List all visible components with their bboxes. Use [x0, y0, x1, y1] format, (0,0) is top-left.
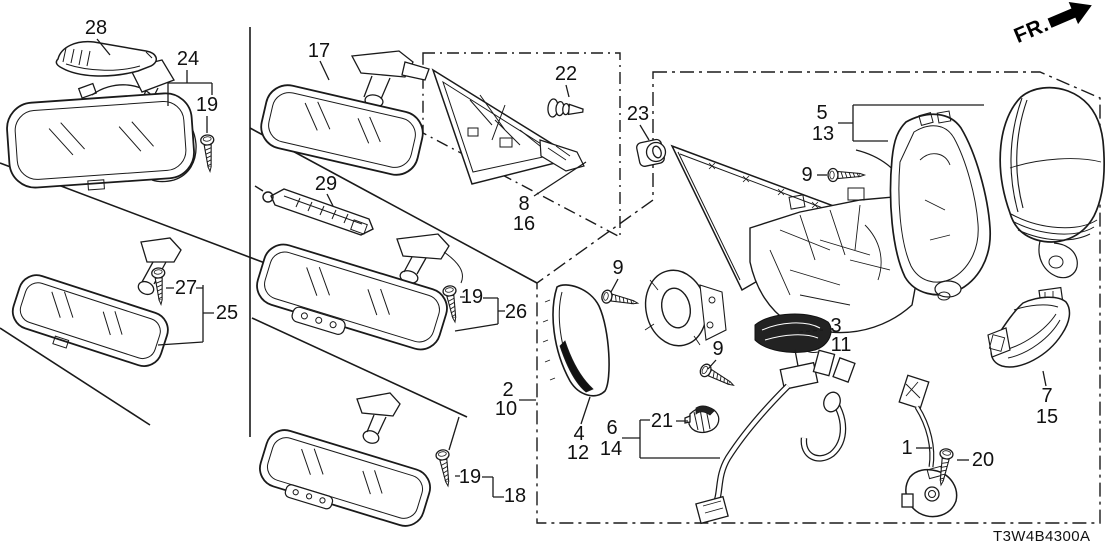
part-callout-28[interactable]: 28 — [84, 17, 108, 39]
part-callout-9-c[interactable]: 9 — [712, 338, 724, 360]
part-callout-9-a[interactable]: 9 — [801, 164, 813, 186]
part-mirror-26-body — [256, 243, 448, 351]
part-garnish-8-16 — [431, 68, 585, 185]
part-callout-14[interactable]: 14 — [599, 438, 623, 460]
part-callout-15[interactable]: 15 — [1035, 406, 1059, 428]
part-callout-27[interactable]: 27 — [174, 277, 198, 299]
part-mirror-18-body — [259, 429, 431, 527]
part-mirror-18 — [356, 392, 401, 444]
part-callout-4[interactable]: 4 — [573, 423, 585, 445]
part-callout-19-b[interactable]: 19 — [460, 286, 484, 308]
part-callout-20[interactable]: 20 — [971, 449, 995, 471]
part-mirror-17-body — [260, 84, 424, 176]
part-callout-2[interactable]: 2 — [502, 379, 514, 401]
part-callout-16[interactable]: 16 — [512, 213, 536, 235]
part-mirror-26 — [396, 233, 463, 284]
part-callout-18[interactable]: 18 — [503, 485, 527, 507]
part-callout-12[interactable]: 12 — [566, 442, 590, 464]
dashed-box-mirror-assembly — [536, 71, 1101, 524]
part-callout-17[interactable]: 17 — [307, 40, 331, 62]
part-grommet-23 — [636, 138, 667, 167]
part-harness-6-14 — [695, 349, 856, 525]
part-mirror-cap-13 — [999, 86, 1105, 279]
part-actuator-motor — [644, 269, 727, 347]
part-callout-10[interactable]: 10 — [494, 398, 518, 420]
part-callout-11[interactable]: 11 — [830, 334, 852, 356]
direction-arrow-icon — [1047, 1, 1093, 28]
part-base-cover-3-11 — [754, 313, 832, 353]
part-callout-22[interactable]: 22 — [554, 63, 578, 85]
dashed-box-garnish — [422, 52, 621, 239]
part-callout-19-a[interactable]: 19 — [195, 94, 219, 116]
part-callout-19-c[interactable]: 19 — [458, 466, 482, 488]
part-callout-29[interactable]: 29 — [314, 173, 338, 195]
part-callout-6[interactable]: 6 — [606, 417, 618, 439]
part-callout-5[interactable]: 5 — [816, 102, 828, 124]
diagram-code: T3W4B4300A — [993, 528, 1091, 545]
part-screw-9-c — [697, 361, 738, 392]
part-callout-7[interactable]: 7 — [1041, 385, 1053, 407]
part-cover-28 — [55, 40, 158, 77]
part-screw-27 — [150, 266, 169, 306]
part-bracket-29 — [254, 185, 374, 236]
part-mirror-auto-dimming-24 — [6, 92, 195, 191]
callout-leader-lines — [96, 38, 1047, 498]
part-mirror-base-bracket — [749, 149, 922, 354]
part-mirror-housing-5 — [889, 110, 991, 301]
part-callout-13[interactable]: 13 — [811, 123, 835, 145]
part-camera-1 — [898, 374, 958, 518]
part-screw-19-c — [434, 448, 456, 488]
part-callout-24[interactable]: 24 — [176, 48, 200, 70]
part-callout-21[interactable]: 21 — [650, 410, 674, 432]
part-screw-19-a — [199, 133, 218, 173]
part-turn-lamp-7-15 — [987, 286, 1071, 368]
direction-indicator: FR. — [1010, 0, 1099, 50]
part-mirror-25-body — [11, 274, 169, 367]
part-callout-1[interactable]: 1 — [901, 437, 913, 459]
part-callout-3[interactable]: 3 — [830, 315, 842, 337]
part-screw-9-a — [827, 167, 866, 183]
part-callout-9-b[interactable]: 9 — [612, 257, 624, 279]
part-callout-25[interactable]: 25 — [215, 302, 239, 324]
part-mirror-17 — [350, 50, 430, 108]
part-mirror-glass-4-12 — [542, 284, 610, 397]
part-screw-9-b — [600, 288, 640, 311]
part-callout-23[interactable]: 23 — [626, 103, 650, 125]
part-clip-22 — [547, 98, 584, 118]
part-clip-21 — [684, 405, 720, 434]
part-callout-8[interactable]: 8 — [518, 193, 530, 215]
part-callout-26[interactable]: 26 — [504, 301, 528, 323]
